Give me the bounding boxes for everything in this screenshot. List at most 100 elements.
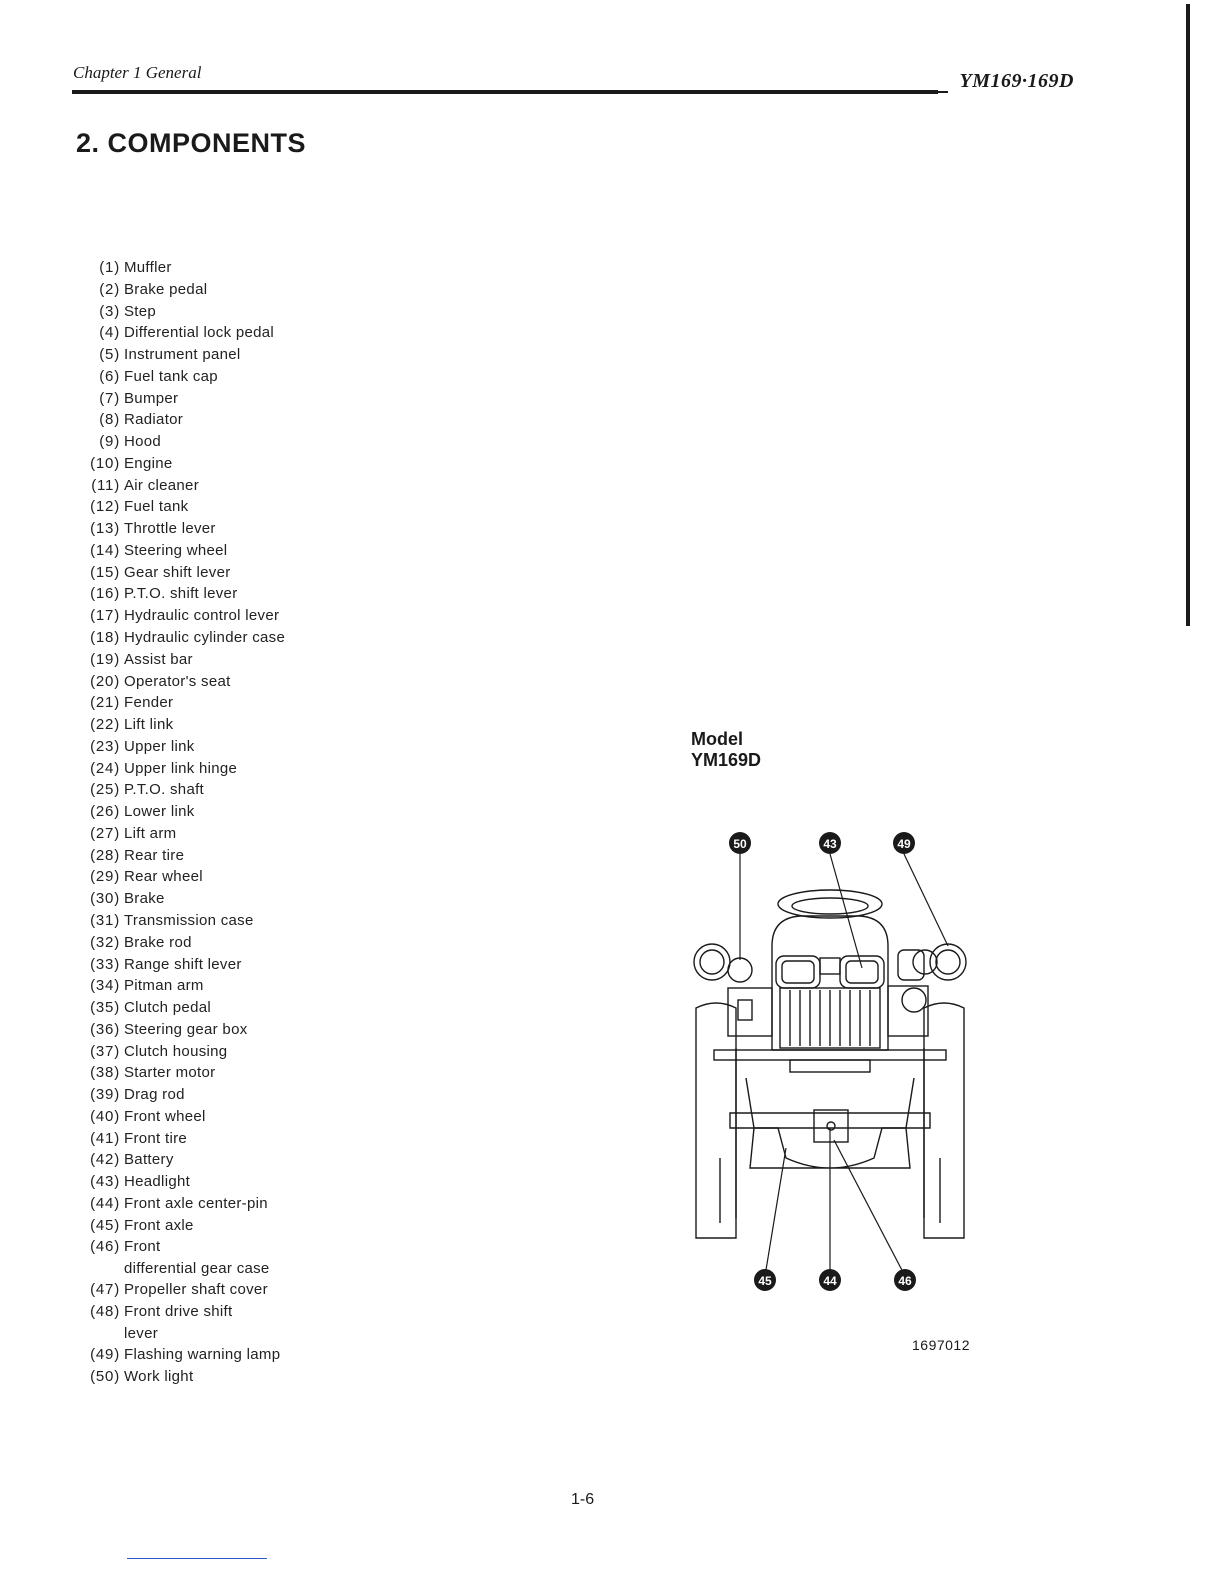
component-name: Transmission case <box>124 911 254 929</box>
component-name: Front wheel <box>124 1107 206 1125</box>
component-number: (19) <box>90 650 120 668</box>
component-name: P.T.O. shaft <box>124 781 205 799</box>
component-list-item: (7)Bumper <box>70 388 285 410</box>
component-list-item: (5)Instrument panel <box>70 344 285 366</box>
component-list-item: (9)Hood <box>70 431 285 453</box>
component-number: (36) <box>90 1020 120 1038</box>
component-list-item: lever <box>70 1323 285 1344</box>
component-name: Engine <box>124 454 173 472</box>
component-list-item: (17)Hydraulic control lever <box>70 605 285 627</box>
component-list-item: (33)Range shift lever <box>70 954 285 976</box>
hood-drawing <box>771 915 889 1051</box>
callout-49-icon: 49 <box>893 832 915 854</box>
component-number: (7) <box>99 389 120 407</box>
component-number: (12) <box>90 498 120 516</box>
component-number: (1) <box>99 259 120 276</box>
component-name: Front drive shift <box>124 1302 233 1320</box>
component-list-item: (35)Clutch pedal <box>70 997 285 1019</box>
component-number: (43) <box>90 1173 120 1191</box>
component-list-item: (12)Fuel tank <box>70 496 285 518</box>
component-number: (25) <box>90 781 120 799</box>
callout-top-1: 50 <box>733 837 747 851</box>
component-list-item: (23)Upper link <box>70 736 285 758</box>
component-number: (30) <box>90 890 120 908</box>
component-name: Fuel tank cap <box>124 367 218 385</box>
component-list-item: (32)Brake rod <box>70 932 285 954</box>
component-list-item: (44)Front axle center-pin <box>70 1193 285 1215</box>
component-number: (15) <box>90 563 120 581</box>
component-name: Brake pedal <box>124 280 208 298</box>
component-name: Radiator <box>124 411 184 429</box>
callout-44-icon: 44 <box>819 1269 841 1291</box>
component-list-item: (1)Muffler <box>70 257 285 279</box>
component-list-item: (3)Step <box>70 301 285 323</box>
component-name: Lower link <box>124 803 195 821</box>
component-number: (8) <box>99 411 120 429</box>
figure-number: 1697012 <box>912 1337 971 1353</box>
component-list-item: (26)Lower link <box>70 801 285 823</box>
component-number <box>70 1258 124 1279</box>
component-name: Brake rod <box>124 933 192 951</box>
component-list-item: (38)Starter motor <box>70 1062 285 1084</box>
footer-line <box>127 1558 267 1559</box>
model-header: YM169·169D <box>959 70 1074 92</box>
component-name: Fuel tank <box>124 498 189 516</box>
component-name: Rear tire <box>124 846 185 864</box>
axle-center-pin-drawing <box>813 1109 849 1143</box>
right-work-light-drawing <box>929 943 967 981</box>
component-list-item: (41)Front tire <box>70 1128 285 1150</box>
component-name: Front axle <box>124 1216 194 1234</box>
component-list-item: (6)Fuel tank cap <box>70 366 285 388</box>
component-list-item: (42)Battery <box>70 1149 285 1171</box>
callout-bottom-2: 44 <box>823 1274 837 1288</box>
component-number: (29) <box>90 868 120 886</box>
component-number: (42) <box>90 1151 120 1169</box>
component-list-item: (16)P.T.O. shift lever <box>70 583 285 605</box>
component-number: (16) <box>90 585 120 603</box>
component-name: Brake <box>124 890 165 908</box>
model-label-text: Model <box>691 729 743 749</box>
component-number: (21) <box>90 694 120 712</box>
component-name: Battery <box>124 1151 174 1169</box>
component-number <box>70 1323 124 1344</box>
component-name: Gear shift lever <box>124 563 231 581</box>
components-list: (1)Muffler(2)Brake pedal(3)Step(4)Differ… <box>70 257 285 1387</box>
component-list-item: (14)Steering wheel <box>70 540 285 562</box>
component-number: (10) <box>90 454 120 472</box>
component-number: (33) <box>90 955 120 973</box>
component-list-item: differential gear case <box>70 1258 285 1279</box>
component-list-item: (18)Hydraulic cylinder case <box>70 627 285 649</box>
component-number: (31) <box>90 911 120 929</box>
component-name: Flashing warning lamp <box>124 1345 281 1363</box>
component-list-item: (21)Fender <box>70 692 285 714</box>
callout-top-3: 49 <box>897 837 911 851</box>
component-list-item: (46)Front <box>70 1236 285 1258</box>
callout-50-icon: 50 <box>729 832 751 854</box>
steering-wheel-drawing <box>777 889 883 919</box>
component-list-item: (40)Front wheel <box>70 1106 285 1128</box>
component-list-item: (43)Headlight <box>70 1171 285 1193</box>
component-number: (6) <box>99 367 120 385</box>
callout-45-icon: 45 <box>754 1269 776 1291</box>
component-number: (49) <box>90 1345 120 1363</box>
component-number: (27) <box>90 824 120 842</box>
component-name: Fender <box>124 694 174 712</box>
component-name: Drag rod <box>124 1086 185 1104</box>
air-cleaner-drawing <box>897 949 925 981</box>
component-name: Front axle center-pin <box>124 1194 268 1212</box>
component-number: (44) <box>90 1194 120 1212</box>
component-list-item: (27)Lift arm <box>70 823 285 845</box>
component-name: Differential lock pedal <box>124 324 275 342</box>
right-front-tire-drawing <box>923 1002 965 1239</box>
component-number: (9) <box>99 433 120 451</box>
chapter-header: Chapter 1 General <box>73 63 202 82</box>
callout-bottom-3: 46 <box>898 1274 912 1288</box>
component-list-item: (29)Rear wheel <box>70 866 285 888</box>
component-list-item: (11)Air cleaner <box>70 475 285 497</box>
callout-46-icon: 46 <box>894 1269 916 1291</box>
component-name: Steering wheel <box>124 541 228 559</box>
component-number: (11) <box>91 476 120 494</box>
component-name: Hood <box>124 433 162 451</box>
component-name: Front tire <box>124 1129 188 1147</box>
component-name: Upper link hinge <box>124 759 238 777</box>
